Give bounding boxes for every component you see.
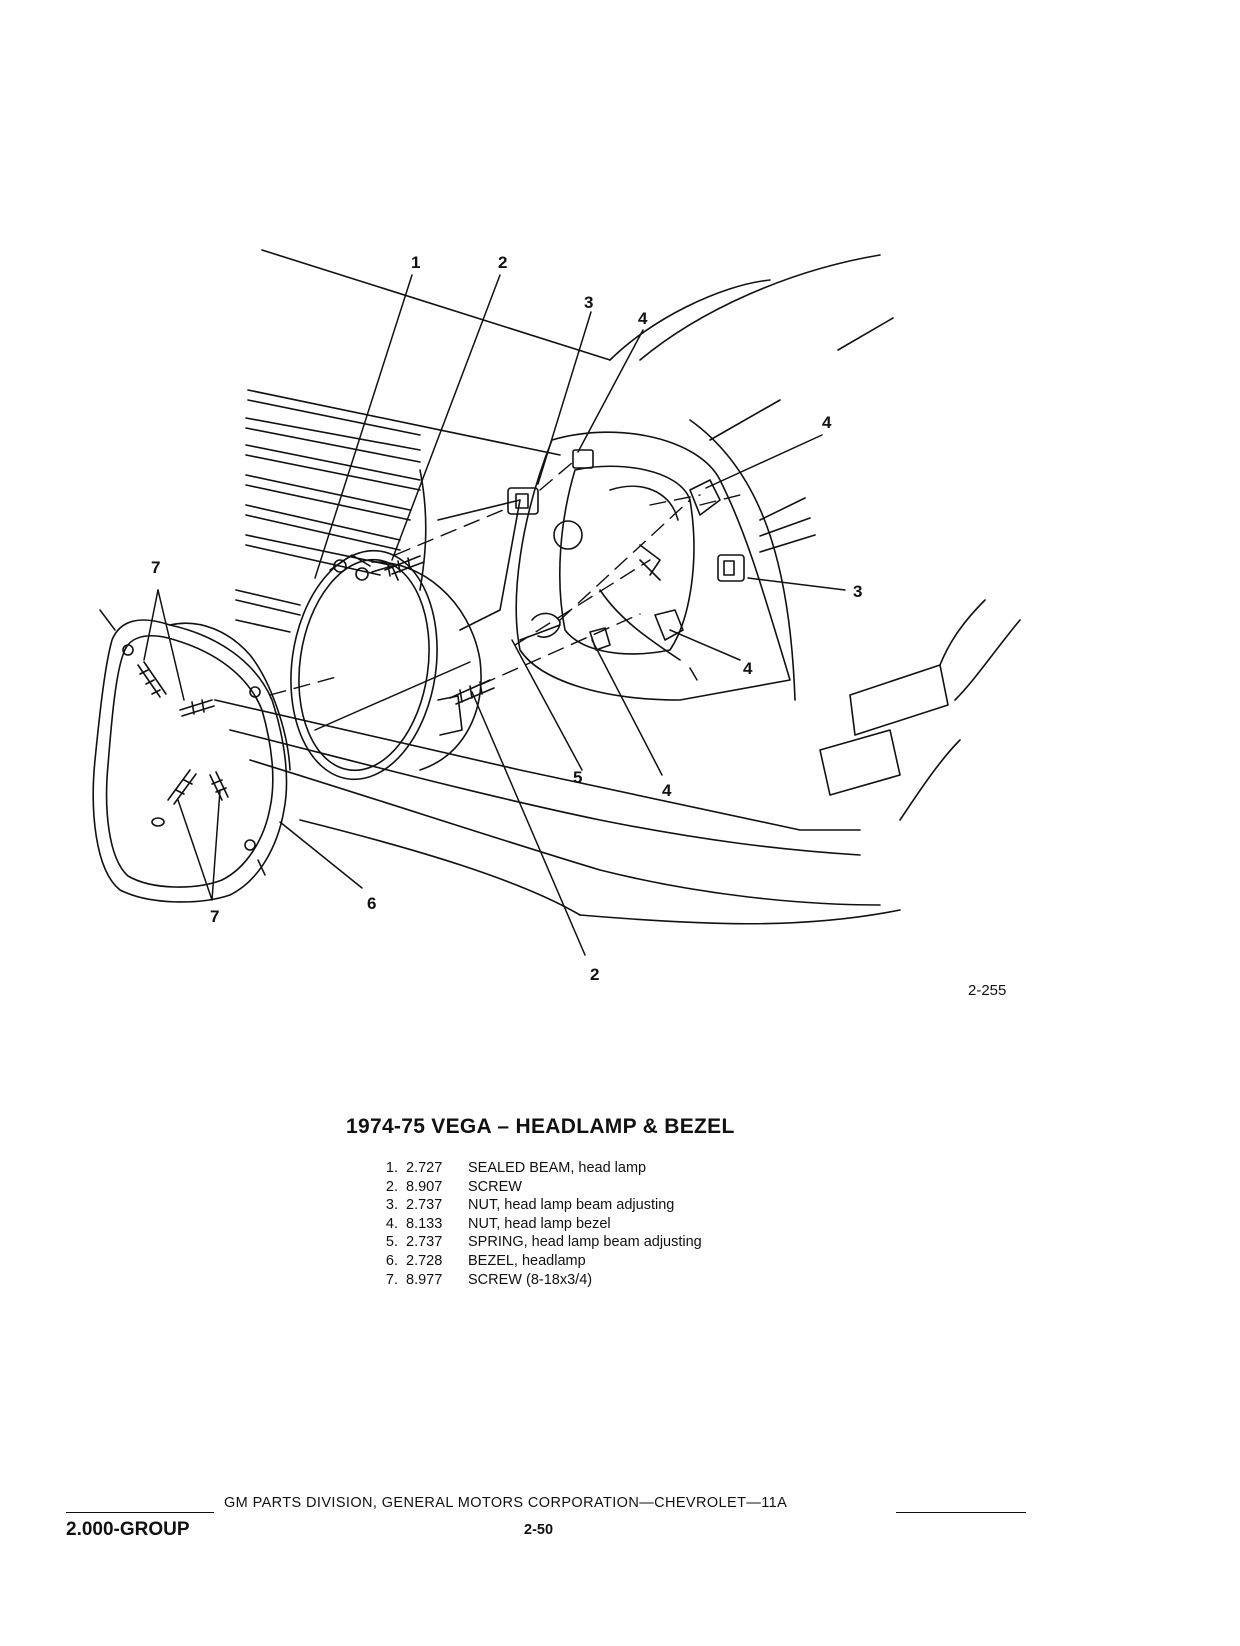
part-code: 8.977 [406, 1271, 443, 1288]
part-description: SEALED BEAM, head lamp [468, 1160, 647, 1176]
callout-4-right-bottom: 4 [743, 659, 753, 678]
callout-4-right-top: 4 [822, 413, 832, 432]
part-code: 2.737 [406, 1197, 443, 1214]
parts-list: 1. 2.727 SEALED BEAM, head lamp 2. 8.907… [366, 1159, 702, 1289]
callout-1: 1 [411, 253, 420, 272]
parts-list-item: 5. 2.737 SPRING, head lamp beam adjustin… [366, 1233, 702, 1252]
part-description: SCREW (8-18x3/4) [468, 1271, 593, 1288]
leader-lines [99, 274, 846, 956]
part-description: SPRING, head lamp beam adjusting [468, 1234, 702, 1251]
part-code: 2.727 [406, 1160, 443, 1176]
callout-2-top: 2 [498, 253, 507, 272]
part-number: 4. [385, 1215, 398, 1232]
footer-group: 2.000-GROUP [66, 1519, 190, 1540]
footer-corporation: GM PARTS DIVISION, GENERAL MOTORS CORPOR… [224, 1495, 788, 1511]
bezel [92, 619, 291, 903]
footer-rule-left [66, 1512, 214, 1513]
callout-labels: 1 2 3 4 4 3 4 4 5 6 7 7 2 [151, 253, 862, 984]
callout-6: 6 [367, 894, 376, 913]
housing-fasteners [507, 449, 745, 651]
callout-3-top: 3 [584, 293, 593, 312]
headlamp-housing [515, 431, 791, 701]
figure-code: 2-255 [968, 982, 1007, 999]
callout-4-bottom: 4 [662, 781, 672, 800]
sealed-beam-lamp [290, 549, 482, 781]
part-number: 2. [385, 1178, 398, 1195]
lamp-screws [384, 555, 495, 705]
callout-7-bottom: 7 [210, 907, 219, 926]
exploded-parts-diagram: 1 2 3 4 4 3 4 4 5 6 7 7 2 [92, 249, 1021, 984]
parts-list-item: 1. 2.727 SEALED BEAM, head lamp [366, 1159, 702, 1178]
grille [235, 389, 561, 633]
car-body-outline [214, 249, 1021, 925]
part-code: 2.737 [406, 1234, 443, 1251]
page-title: 1974-75 VEGA – HEADLAMP & BEZEL [346, 1115, 735, 1138]
part-description: NUT, head lamp bezel [468, 1215, 611, 1232]
callout-7-top: 7 [151, 558, 160, 577]
part-number: 5. [385, 1234, 398, 1251]
page-number: 2-50 [524, 1522, 554, 1538]
part-number: 6. [385, 1252, 398, 1269]
part-code: 8.133 [406, 1215, 443, 1232]
callout-3-right: 3 [853, 582, 862, 601]
callout-2-bottom: 2 [590, 965, 599, 984]
part-description: NUT, head lamp beam adjusting [468, 1197, 675, 1214]
part-description: BEZEL, headlamp [468, 1252, 586, 1269]
parts-list-item: 7. 8.977 SCREW (8-18x3/4) [366, 1271, 702, 1290]
parts-list-item: 6. 2.728 BEZEL, headlamp [366, 1252, 702, 1271]
part-number: 3. [385, 1197, 398, 1214]
parts-list-item: 2. 8.907 SCREW [366, 1178, 702, 1197]
callout-4-top: 4 [638, 309, 648, 328]
footer-rule-right [896, 1512, 1026, 1513]
assembly-lines [269, 461, 741, 696]
part-code: 2.728 [406, 1252, 443, 1269]
part-code: 8.907 [406, 1178, 443, 1195]
callout-5: 5 [573, 768, 582, 787]
bezel-screws [137, 661, 229, 827]
part-number: 7. [385, 1271, 398, 1288]
parts-list-item: 3. 2.737 NUT, head lamp beam adjusting [366, 1196, 702, 1215]
part-number: 1. [385, 1160, 398, 1176]
part-description: SCREW [468, 1178, 522, 1195]
parts-list-item: 4. 8.133 NUT, head lamp bezel [366, 1215, 702, 1234]
